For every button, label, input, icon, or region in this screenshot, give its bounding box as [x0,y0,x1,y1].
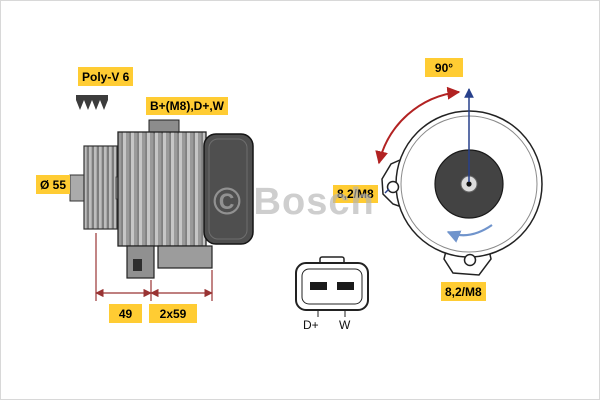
cooling-fins [117,119,207,247]
alternator-side-view [69,95,254,301]
rear-housing [203,133,254,245]
mounting-hole-left [386,180,400,194]
pulley-diameter-label: Ø 55 [36,175,71,194]
bottom-hole-size-label: 8,2/M8 [441,282,486,301]
dimension-2x59-label: 2x59 [149,304,197,323]
pin-slots [310,282,354,290]
dimension-lines [95,233,213,301]
connector-pin-dplus-label: D+ [303,318,319,332]
left-hole-size-label: 8,2/M8 [333,185,378,203]
mounting-hole-bottom [463,253,477,267]
connector-plug [295,256,369,317]
mounting-lugs [126,245,213,279]
pulley [69,145,121,230]
belt-type-label: Poly-V 6 [78,67,134,86]
dimension-49-label: 49 [109,304,142,323]
rotation-direction-arrow [446,224,493,243]
connector-pin-w-label: W [339,318,351,332]
angle-90-label: 90° [425,58,463,77]
hole-leader-line [384,188,390,194]
poly-v-belt-profile-icon [76,95,108,110]
pin-label-ticks [317,310,346,317]
angle-arc-arrow [375,86,461,165]
alternator-rear-view [375,86,543,276]
terminal-label: B+(M8),D+,W [146,97,229,115]
